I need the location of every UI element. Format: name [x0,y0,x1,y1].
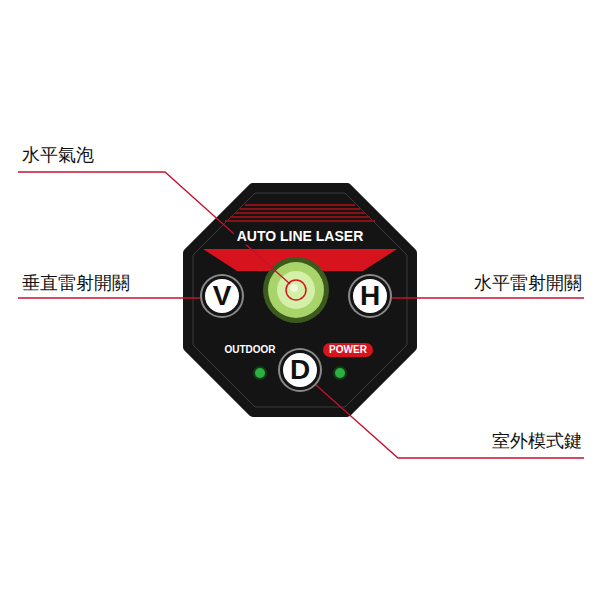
led-ring [333,366,347,380]
leader-line [392,297,584,298]
callout-label: 水平雷射開關 [474,272,582,294]
stripe [245,204,355,206]
control-panel: AUTO LINE LASER OUTDOOR V H POWER D [183,183,417,417]
bubble-vial [268,262,324,318]
leader-line [18,172,290,284]
led-ring [253,366,267,380]
panel-label: OUTDOOR [221,344,278,356]
leader-line [316,385,584,458]
bubble [290,284,298,292]
led [335,368,345,378]
stripe [235,212,365,214]
panel-body [188,188,412,412]
leader-line [18,297,200,298]
led [255,368,265,378]
stripe [240,208,360,210]
stripe [225,220,375,222]
stripe [230,216,370,218]
bubble-ring [263,257,329,323]
callout-label: 垂直雷射開關 [22,272,130,294]
round-button: V [202,276,242,316]
callout-label: 室外模式鍵 [492,430,582,452]
indicator-label: POWER [329,344,367,356]
round-button: D [280,350,320,390]
button-letter: H [360,282,380,310]
button-letter: D [290,356,310,384]
power-indicator: POWER [323,343,373,357]
round-button: H [350,276,390,316]
panel-title: AUTO LINE LASER [234,228,367,245]
callout-label: 水平氣泡 [22,144,94,166]
button-letter: V [213,282,232,310]
